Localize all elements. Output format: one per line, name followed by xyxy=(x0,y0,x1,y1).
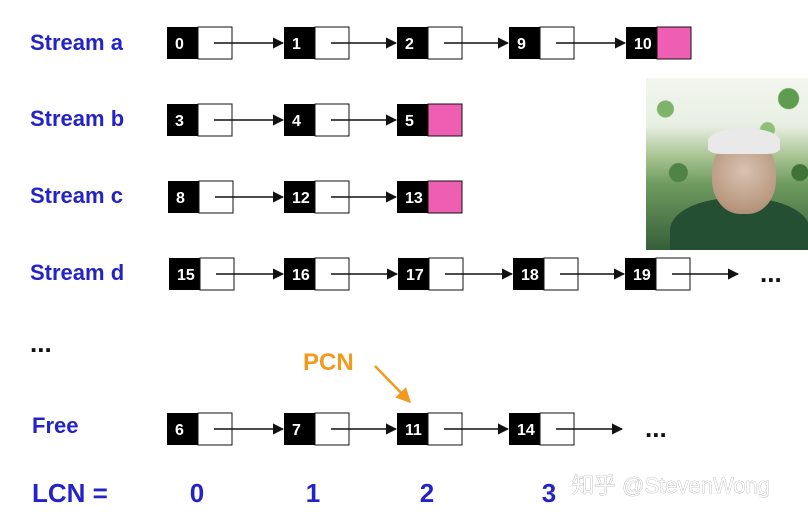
list-node: 5 xyxy=(397,104,462,136)
node-end-marker xyxy=(428,181,462,213)
node-end-marker xyxy=(657,27,691,59)
list-node: 13 xyxy=(397,181,462,213)
lcn-value: 1 xyxy=(306,478,320,508)
node-number: 13 xyxy=(405,190,423,207)
node-number: 6 xyxy=(175,422,184,439)
node-number: 11 xyxy=(405,422,422,439)
node-number: 2 xyxy=(405,36,414,53)
lcn-label: LCN = xyxy=(32,478,108,508)
lcn-value: 0 xyxy=(190,478,204,508)
lcn-value: 2 xyxy=(420,478,434,508)
node-number: 1 xyxy=(292,36,301,53)
row-label-stream-d: Stream d xyxy=(30,260,124,285)
list-continues-ellipsis: ... xyxy=(645,413,667,443)
node-number: 17 xyxy=(406,267,424,284)
node-number: 3 xyxy=(175,113,184,130)
presenter-hair xyxy=(708,128,780,154)
node-number: 9 xyxy=(517,36,526,53)
lcn-value: 3 xyxy=(542,478,556,508)
node-number: 19 xyxy=(633,267,651,284)
node-number: 16 xyxy=(292,267,310,284)
list-node: 10 xyxy=(626,27,691,59)
pcn-label: PCN xyxy=(303,349,354,376)
node-number: 15 xyxy=(177,267,195,284)
stream-d-list: 15 16 17 18 19... xyxy=(169,258,782,290)
node-number: 0 xyxy=(175,36,184,53)
stream-c-list: 8 12 13 xyxy=(168,181,462,213)
node-number: 5 xyxy=(405,113,414,130)
node-end-marker xyxy=(428,104,462,136)
node-number: 7 xyxy=(292,422,301,439)
node-number: 8 xyxy=(176,190,185,207)
list-continues-ellipsis: ... xyxy=(760,258,782,288)
more-rows-ellipsis: ... xyxy=(30,328,52,358)
node-number: 14 xyxy=(517,422,535,439)
node-number: 18 xyxy=(521,267,539,284)
row-label-free: Free xyxy=(32,413,78,438)
node-number: 12 xyxy=(292,190,310,207)
webcam-presenter-icon xyxy=(646,78,808,250)
node-number: 4 xyxy=(292,113,301,130)
watermark: 知乎 @StevenWong xyxy=(572,473,770,498)
stream-b-list: 3 4 5 xyxy=(167,104,462,136)
row-label-stream-a: Stream a xyxy=(30,30,124,55)
pcn-arrow xyxy=(375,366,410,402)
node-number: 10 xyxy=(634,36,652,53)
row-label-stream-c: Stream c xyxy=(30,183,123,208)
stream-a-list: 0 1 2 9 10 xyxy=(167,27,691,59)
free-list: 6 7 11 14... xyxy=(167,413,667,445)
row-label-stream-b: Stream b xyxy=(30,106,124,131)
